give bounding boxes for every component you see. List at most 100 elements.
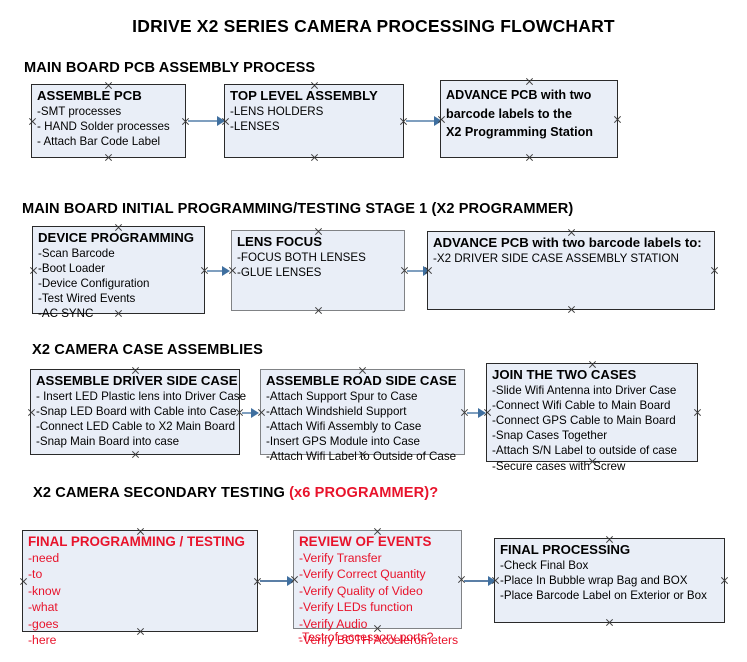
box-line: -Secure cases with Screw — [492, 459, 626, 473]
connector-arrow — [407, 270, 426, 272]
box-line: -Snap LED Board with Cable into Case — [36, 404, 237, 418]
box-line: -here — [28, 633, 57, 648]
connector-arrow — [464, 580, 491, 582]
box-line: -Insert GPS Module into Case — [266, 435, 421, 449]
box-line: -Attach Wifi Assembly to Case — [266, 419, 422, 433]
box-line: -Verify Correct Quantity — [299, 567, 426, 582]
box-line: -LENS HOLDERS — [230, 104, 324, 118]
connection-point-right[interactable] — [710, 266, 719, 275]
box-line: -Connect GPS Cable to Main Board — [492, 413, 676, 427]
connector-arrow — [242, 412, 254, 414]
arrow-head-icon — [488, 576, 496, 586]
process-box-final-processing[interactable]: FINAL PROCESSING -Check Final Box -Place… — [494, 538, 725, 623]
box-line: -Device Configuration — [38, 276, 150, 290]
box-title: FINAL PROCESSING — [500, 542, 631, 557]
box-content: FINAL PROCESSING -Check Final Box -Place… — [495, 539, 724, 603]
connection-point-bottom[interactable] — [104, 153, 113, 162]
box-content: FINAL PROGRAMMING / TESTING -need -to -k… — [23, 531, 257, 649]
box-line: -need — [28, 550, 60, 565]
page-title: IDRIVE X2 SERIES CAMERA PROCESSING FLOWC… — [132, 16, 615, 36]
box-line: -Attach Support Spur to Case — [266, 389, 418, 403]
process-box-assemble-pcb[interactable]: ASSEMBLE PCB -SMT processes - HAND Solde… — [31, 84, 186, 158]
process-box-review-of-events[interactable]: REVIEW OF EVENTS -Verify Transfer -Verif… — [293, 530, 462, 647]
box-content: DEVICE PROGRAMMING -Scan Barcode -Boot L… — [33, 227, 204, 322]
box-line: -Place In Bubble wrap Bag and BOX — [500, 573, 688, 587]
box-line: - HAND Solder processes — [37, 119, 170, 133]
box-title: ADVANCE PCB with two — [446, 88, 592, 102]
process-box-device-programming[interactable]: DEVICE PROGRAMMING -Scan Barcode -Boot L… — [32, 226, 205, 320]
arrow-head-icon — [222, 266, 230, 276]
box-line: -Verify Audio — [299, 616, 368, 631]
section-heading-2: MAIN BOARD INITIAL PROGRAMMING/TESTING S… — [22, 201, 574, 217]
box-line: -Attach Windshield Support — [266, 404, 407, 418]
box-title: JOIN THE TWO CASES — [492, 367, 637, 382]
connection-point-bottom[interactable] — [310, 153, 319, 162]
connector-arrow — [207, 270, 225, 272]
box-line: -Verify LEDs function — [299, 600, 413, 615]
box-line: -Verify Quality of Video — [299, 583, 423, 598]
process-box-top-level-assembly[interactable]: TOP LEVEL ASSEMBLY -LENS HOLDERS -LENSES — [224, 84, 404, 158]
connection-point-bottom[interactable] — [314, 306, 323, 315]
box-content: JOIN THE TWO CASES -Slide Wifi Antenna i… — [487, 364, 697, 474]
box-content: ASSEMBLE ROAD SIDE CASE -Attach Support … — [261, 370, 464, 465]
box-line: -Verify Transfer — [299, 550, 382, 565]
connector-arrow — [406, 120, 438, 122]
box-line: -what — [28, 600, 58, 615]
box-line: -Slide Wifi Antenna into Driver Case — [492, 383, 677, 397]
box-line: -Place Barcode Label on Exterior or Box — [500, 588, 707, 602]
box-line: -Snap Main Board into case — [36, 435, 180, 449]
box-line: -Attach S/N Label to outside of case — [492, 444, 677, 458]
box-content: ADVANCE PCB with two barcode labels to t… — [441, 81, 617, 142]
process-box-advance-pcb-1[interactable]: ADVANCE PCB with two barcode labels to t… — [440, 80, 618, 158]
connection-point-bottom[interactable] — [131, 450, 140, 459]
connector-arrow — [260, 580, 290, 582]
box-line: -Snap Cases Together — [492, 429, 608, 443]
box-line: -Boot Loader — [38, 261, 106, 275]
box-line: - Attach Bar Code Label — [37, 134, 161, 148]
box-line: -LENSES — [230, 119, 280, 133]
box-title: ASSEMBLE PCB — [37, 88, 142, 103]
section-heading-3: X2 CAMERA CASE ASSEMBLIES — [32, 342, 263, 358]
box-line: -Check Final Box — [500, 558, 589, 572]
connection-point-bottom[interactable] — [525, 153, 534, 162]
connection-point-bottom[interactable] — [567, 305, 576, 314]
process-box-assemble-road-side-case[interactable]: ASSEMBLE ROAD SIDE CASE -Attach Support … — [260, 369, 465, 463]
box-content: TOP LEVEL ASSEMBLY -LENS HOLDERS -LENSES — [225, 85, 403, 134]
section-heading-1: MAIN BOARD PCB ASSEMBLY PROCESS — [24, 60, 316, 76]
box-line: -FOCUS BOTH LENSES — [237, 250, 366, 264]
box-content: ASSEMBLE PCB -SMT processes - HAND Solde… — [32, 85, 185, 149]
box-line: -X2 DRIVER SIDE CASE ASSEMBLY STATION — [433, 251, 679, 265]
section-heading-4-text: X2 CAMERA SECONDARY TESTING — [33, 485, 290, 501]
connector-arrow — [467, 412, 481, 414]
process-box-final-programming-testing[interactable]: FINAL PROGRAMMING / TESTING -need -to -k… — [22, 530, 258, 647]
box-title: TOP LEVEL ASSEMBLY — [230, 88, 378, 103]
box-title: FINAL PROGRAMMING / TESTING — [28, 534, 245, 549]
process-box-advance-pcb-2[interactable]: ADVANCE PCB with two barcode labels to: … — [427, 231, 715, 310]
box-title: DEVICE PROGRAMMING — [38, 230, 195, 245]
section-heading-4-accent: (x6 PROGRAMMER)? — [289, 485, 439, 501]
box-line: -Verify BOTH Accelerometers — [299, 633, 459, 648]
box-content: ASSEMBLE DRIVER SIDE CASE - Insert LED P… — [31, 370, 247, 449]
box-line: -SMT processes — [37, 104, 122, 118]
box-line: -to — [28, 567, 43, 582]
box-line: -GLUE LENSES — [237, 265, 322, 279]
box-line: - Insert LED Plastic lens into Driver Ca… — [36, 389, 247, 403]
arrow-head-icon — [251, 408, 259, 418]
box-title: ASSEMBLE ROAD SIDE CASE — [266, 373, 457, 388]
box-line: -AC SYNC — [38, 307, 94, 321]
process-box-lens-focus[interactable]: LENS FOCUS -FOCUS BOTH LENSES -GLUE LENS… — [231, 230, 405, 311]
box-title: ADVANCE PCB with two barcode labels to: — [433, 235, 702, 250]
process-box-assemble-driver-side-case[interactable]: ASSEMBLE DRIVER SIDE CASE - Insert LED P… — [30, 369, 247, 455]
box-line: -Test Wired Events — [38, 292, 136, 306]
box-content: REVIEW OF EVENTS -Verify Transfer -Verif… — [294, 531, 461, 649]
connection-point-bottom[interactable] — [605, 618, 614, 627]
box-line: -goes — [28, 616, 59, 631]
box-content: ADVANCE PCB with two barcode labels to: … — [428, 232, 714, 266]
box-line: -Connect LED Cable to X2 Main Board — [36, 419, 236, 433]
box-line: -know — [28, 583, 61, 598]
arrow-head-icon — [434, 116, 442, 126]
arrow-head-icon — [217, 116, 225, 126]
process-box-join-the-two-cases[interactable]: JOIN THE TWO CASES -Slide Wifi Antenna i… — [486, 363, 698, 473]
section-heading-4: X2 CAMERA SECONDARY TESTING (x6 PROGRAMM… — [33, 485, 438, 501]
